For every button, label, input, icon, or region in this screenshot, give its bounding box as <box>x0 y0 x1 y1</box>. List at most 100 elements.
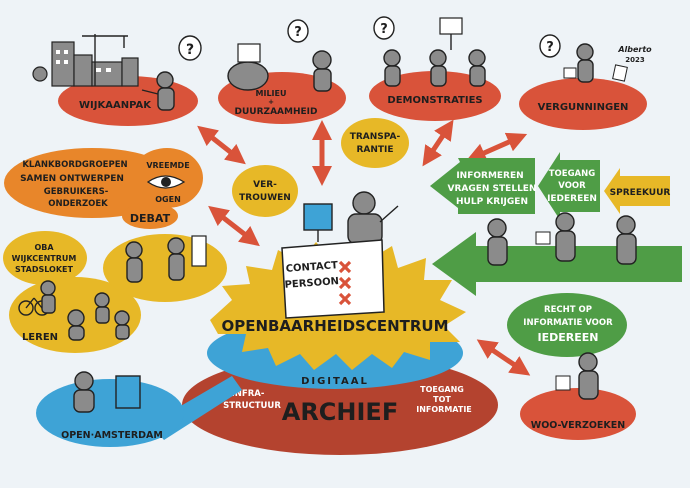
contact-line1: CONTACT <box>285 260 338 275</box>
eye-icon <box>146 175 186 189</box>
arrow-woo <box>476 339 531 376</box>
oba-line1: OBA <box>34 243 54 252</box>
crane-icon <box>82 34 128 86</box>
transparantie-line1: TRANSPA- <box>350 132 401 142</box>
spreekuur-label: SPREEKUUR <box>610 188 671 198</box>
open-amsterdam-label: OPEN·AMSTERDAM <box>61 430 163 441</box>
arrow-demonstraties <box>422 119 454 167</box>
toegang-arrow <box>538 152 600 220</box>
speech-bubble-symbol: ? <box>546 40 554 55</box>
speech-bubble-icon: ? <box>373 16 395 40</box>
desk-body <box>281 239 385 319</box>
person-icon <box>429 49 447 87</box>
transparantie-ellipse <box>341 118 409 168</box>
recht-group: RECHT OP INFORMATIE VOOR IEDEREEN <box>507 293 627 357</box>
person-icon <box>94 292 110 324</box>
vergunningen-label: VERGUNNINGEN <box>538 102 629 113</box>
contact-desk: CONTACT PERSOON <box>281 191 399 319</box>
oba-people-ellipse <box>103 234 227 302</box>
open-amsterdam-group: OPEN·AMSTERDAM <box>36 371 242 447</box>
demonstraties-label: DEMONSTRATIES <box>387 95 482 106</box>
toegang-informatie-line1: TOEGANG <box>420 385 464 394</box>
vergunningen-ellipse <box>519 78 647 130</box>
speech-bubble-symbol: ? <box>380 22 388 37</box>
oba-group: OBA WIJKCENTRUM STADSLOKET <box>3 231 227 353</box>
monitor-icon <box>303 203 333 242</box>
person-icon <box>114 310 130 340</box>
speech-bubble-icon: ? <box>539 34 561 58</box>
person-icon <box>535 212 576 262</box>
trash-pile-icon <box>227 43 269 91</box>
woo-label: WOO-VERZOEKEN <box>531 420 626 431</box>
klankbord-group: KLANKBORDGROEPEN SAMEN ONTWERPEN GEBRUIK… <box>4 148 203 229</box>
arrow-debat <box>208 205 260 247</box>
milieu-line1: MILIEU <box>256 89 287 98</box>
person-icon <box>312 50 332 92</box>
recht-line2: INFORMATIE VOOR <box>523 318 613 328</box>
person-icon <box>167 237 185 281</box>
klank-line3: GEBRUIKERS- <box>44 187 109 197</box>
building-icon <box>51 41 139 87</box>
milieu-line2: DUURZAAMHEID <box>235 107 318 117</box>
vertrouwen-ellipse <box>232 165 298 217</box>
woo-group: WOO-VERZOEKEN <box>520 352 636 440</box>
klank-line1: KLANKBORDGROEPEN <box>22 160 127 170</box>
recht-ellipse <box>507 293 627 357</box>
arrow-wijkaanpak <box>197 125 246 165</box>
person-icon <box>487 218 508 266</box>
informeren-line2: VRAGEN STELLEN <box>448 184 537 194</box>
klank-line4: ONDERZOEK <box>48 199 108 209</box>
digitaal-label: DIGITAAL <box>301 376 369 387</box>
person-icon <box>347 191 399 245</box>
person-icon <box>383 49 401 87</box>
transparantie-line2: RANTIE <box>356 145 393 155</box>
vreemde-ogen-line2: OGEN <box>155 195 181 204</box>
oba-line3: STADSLOKET <box>15 265 73 274</box>
demonstraties-group: ? DEMONSTRATIES <box>369 16 501 121</box>
infrastructuur-line2: STRUCTUUR <box>223 401 281 411</box>
green-arrows: INFORMEREN VRAGEN STELLEN HULP KRIJGEN T… <box>430 152 682 296</box>
person-icon <box>141 71 175 111</box>
amsterdam-cross-icon <box>338 260 352 306</box>
oba-line2: WIJKCENTRUM <box>12 254 77 263</box>
toegang-line3: IEDEREEN <box>547 194 597 204</box>
person-icon <box>555 352 599 400</box>
person-icon <box>563 43 594 83</box>
protest-sign-icon <box>439 17 463 50</box>
central-platform: OPENBAARHEIDSCENTRUM DIGITAAL INFRA- STR… <box>182 242 498 455</box>
person-icon <box>468 49 486 87</box>
arrow-vergunningen <box>465 132 528 163</box>
informeren-arrow <box>430 158 535 214</box>
toegang-informatie-line3: INFORMATIE <box>416 405 472 414</box>
toegang-informatie-line2: TOT <box>433 395 451 404</box>
signature-name: Alberto <box>617 45 652 54</box>
spreekuur-arrow <box>604 168 670 214</box>
woo-ellipse <box>520 388 636 440</box>
wijkaanpak-label: WIJKAANPAK <box>79 100 152 111</box>
person-icon <box>67 309 85 341</box>
speech-bubble-icon: ? <box>178 35 202 61</box>
vreemde-ogen-line1: VREEMDE <box>146 161 189 170</box>
speech-bubble-symbol: ? <box>294 25 302 40</box>
person-icon <box>125 241 143 283</box>
oba-ellipse <box>3 231 87 285</box>
vertrouwen-group: VER- TROUWEN <box>232 165 298 217</box>
monitor-icon <box>115 375 141 409</box>
klank-line2: SAMEN ONTWERPEN <box>20 174 124 184</box>
vergunningen-group: ? Alberto 2023 VERGUNNINGEN <box>519 34 652 130</box>
connection-arrows <box>197 119 531 376</box>
leren-label: LEREN <box>22 332 58 343</box>
recht-line1: RECHT OP <box>544 305 592 315</box>
speech-bubble-icon: ? <box>287 19 309 43</box>
speech-bubble-symbol: ? <box>186 42 194 58</box>
informeren-line3: HULP KRIJGEN <box>456 197 528 207</box>
person-icon <box>616 215 637 265</box>
debat-ellipse <box>122 203 178 229</box>
openbaarheidscentrum-label: OPENBAARHEIDSCENTRUM <box>221 317 448 335</box>
demonstraties-ellipse <box>369 71 501 121</box>
vertrouwen-line2: TROUWEN <box>239 193 291 203</box>
debat-label: DEBAT <box>130 212 171 225</box>
milieu-group: ? MILIEU + DUURZAAMHEID <box>218 19 346 124</box>
archief-label: ARCHIEF <box>282 398 398 426</box>
